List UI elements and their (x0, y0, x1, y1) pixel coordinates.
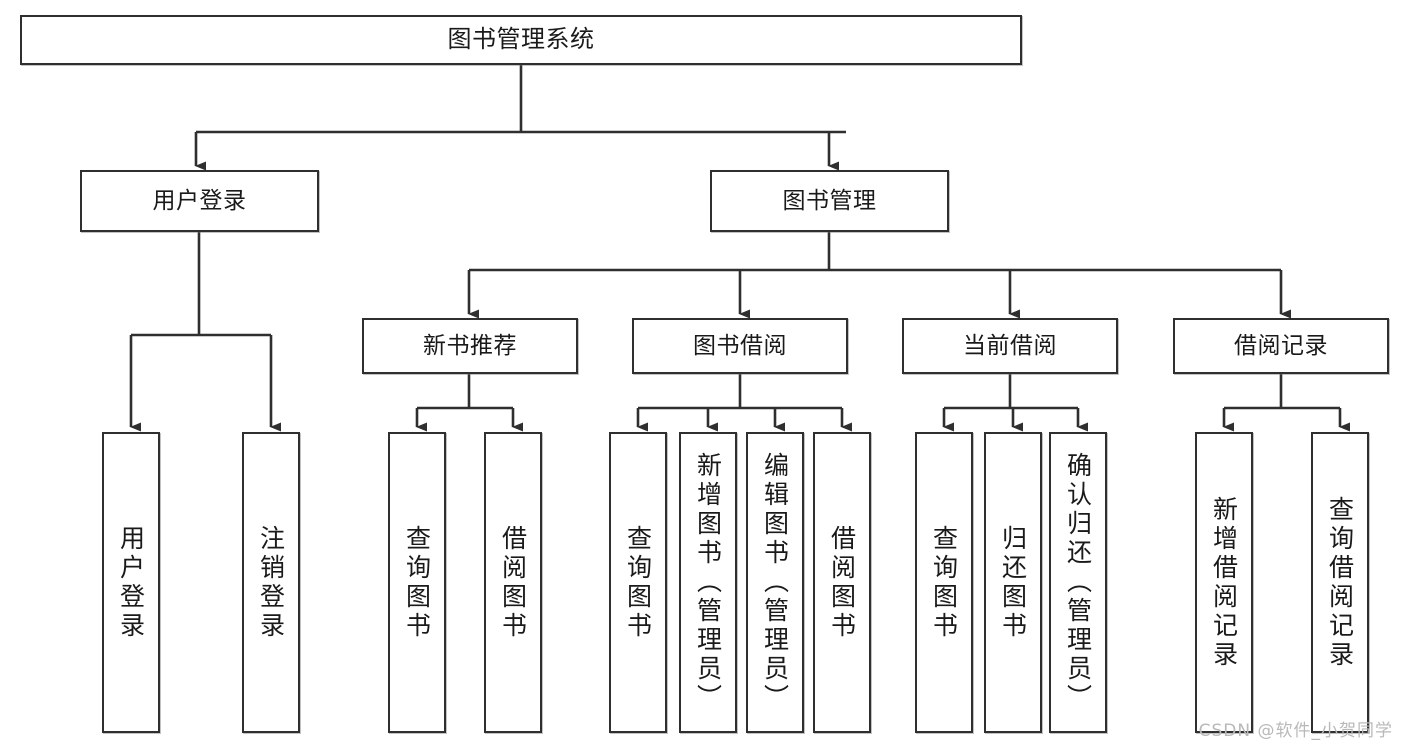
leaf-add-borrow-record[interactable]: 新增借阅记录 (1195, 432, 1253, 733)
leaf-borrow-book-nb[interactable]: 借阅图书 (484, 432, 542, 733)
leaf-query-book-cb[interactable]: 查询图书 (915, 432, 973, 733)
leaf-confirm-return-admin[interactable]: 确认归还（管理员） (1049, 432, 1107, 733)
leaf-edit-book-admin-label: 编辑图书（管理员） (760, 452, 790, 713)
leaf-add-book-admin-label: 新增图书（管理员） (693, 452, 723, 713)
node-book-management[interactable]: 图书管理 (710, 170, 949, 232)
leaf-logout[interactable]: 注销登录 (242, 432, 300, 733)
leaf-query-book-nb[interactable]: 查询图书 (388, 432, 446, 733)
watermark-text: CSDN @软件_小贺同学 (1198, 721, 1393, 741)
leaf-user-login[interactable]: 用户登录 (102, 432, 160, 733)
node-root-label: 图书管理系统 (447, 25, 595, 54)
leaf-edit-book-admin[interactable]: 编辑图书（管理员） (746, 432, 804, 733)
node-book-borrow[interactable]: 图书借阅 (632, 318, 848, 374)
leaf-add-borrow-record-label: 新增借阅记录 (1209, 495, 1239, 670)
node-new-book-recommend[interactable]: 新书推荐 (362, 318, 578, 374)
node-book-borrow-label: 图书借阅 (693, 332, 787, 359)
leaf-add-book-admin[interactable]: 新增图书（管理员） (679, 432, 737, 733)
leaf-query-book-cb-label: 查询图书 (929, 524, 959, 641)
leaf-query-book-bb[interactable]: 查询图书 (609, 432, 667, 733)
leaf-user-login-label: 用户登录 (116, 524, 146, 641)
leaf-query-borrow-record-label: 查询借阅记录 (1325, 495, 1355, 670)
leaf-borrow-book-bb-label: 借阅图书 (827, 524, 857, 641)
leaf-return-book[interactable]: 归还图书 (984, 432, 1042, 733)
node-new-book-recommend-label: 新书推荐 (423, 332, 517, 359)
node-borrow-record[interactable]: 借阅记录 (1173, 318, 1389, 374)
leaf-borrow-book-nb-label: 借阅图书 (498, 524, 528, 641)
node-user-login-label: 用户登录 (152, 187, 247, 214)
leaf-query-book-nb-label: 查询图书 (402, 524, 432, 641)
node-root-system[interactable]: 图书管理系统 (20, 15, 1022, 65)
leaf-confirm-return-admin-label: 确认归还（管理员） (1063, 452, 1093, 713)
leaf-return-book-label: 归还图书 (998, 524, 1028, 641)
node-user-login[interactable]: 用户登录 (80, 170, 319, 232)
leaf-query-borrow-record[interactable]: 查询借阅记录 (1311, 432, 1369, 733)
node-borrow-record-label: 借阅记录 (1234, 332, 1328, 359)
leaf-logout-label: 注销登录 (256, 524, 286, 641)
leaf-query-book-bb-label: 查询图书 (623, 524, 653, 641)
node-current-borrow-label: 当前借阅 (963, 332, 1057, 359)
node-book-management-label: 图书管理 (782, 187, 877, 214)
leaf-borrow-book-bb[interactable]: 借阅图书 (813, 432, 871, 733)
node-current-borrow[interactable]: 当前借阅 (902, 318, 1118, 374)
